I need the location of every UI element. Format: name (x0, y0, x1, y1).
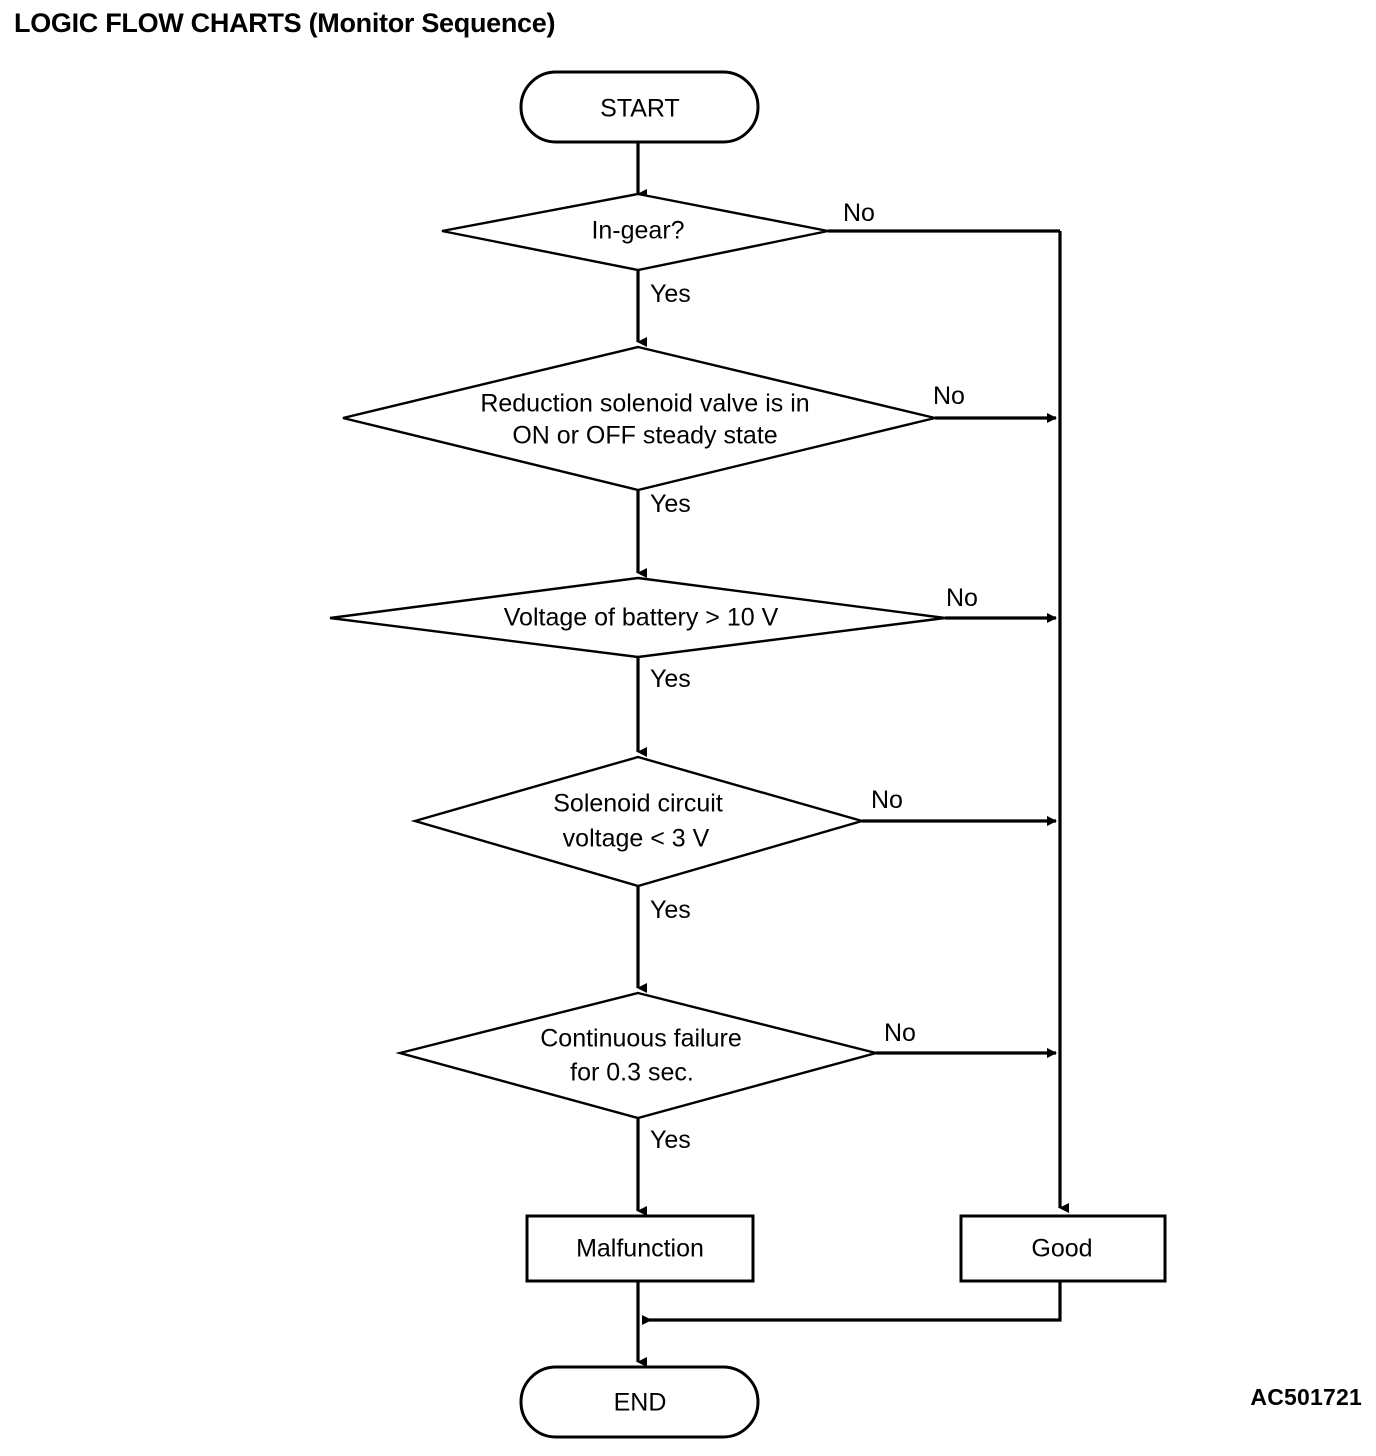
good-shape (959, 1214, 1167, 1283)
solenoid-circuit-label-line2: voltage < 3 V (563, 825, 710, 853)
start-label: START (600, 95, 680, 123)
reduction-solenoid-label-line2: ON or OFF steady state (512, 422, 777, 450)
branch-label-no-in-gear: No (843, 199, 875, 227)
branch-label-yes-continuous: Yes (650, 1126, 691, 1154)
malfunction-label: Malfunction (576, 1235, 704, 1263)
branch-label-no-solenoid: No (871, 786, 903, 814)
node-good[interactable]: Good (959, 1214, 1167, 1283)
reduction-solenoid-label-line1: Reduction solenoid valve is in (480, 390, 809, 418)
node-decision-reduction-solenoid[interactable]: Reduction solenoid valve is in ON or OFF… (342, 345, 936, 492)
continuous-failure-label-line2: for 0.3 sec. (570, 1059, 694, 1087)
branch-label-no-continuous: No (884, 1019, 916, 1047)
battery-voltage-diamond (329, 576, 946, 659)
solenoid-circuit-label-line1: Solenoid circuit (553, 790, 723, 818)
node-decision-continuous-failure[interactable]: Continuous failure for 0.3 sec. (395, 991, 881, 1120)
in-gear-diamond (441, 192, 829, 272)
end-shape (519, 1365, 760, 1439)
node-start[interactable]: START (519, 70, 760, 144)
page-title: LOGIC FLOW CHARTS (Monitor Sequence) (14, 8, 556, 38)
branch-label-no-battery: No (946, 584, 978, 612)
branch-label-yes-battery: Yes (650, 665, 691, 693)
node-decision-in-gear[interactable]: In-gear? (441, 192, 829, 272)
branch-label-no-reduction: No (933, 382, 965, 410)
start-shape (519, 70, 760, 144)
node-decision-battery-voltage[interactable]: Voltage of battery > 10 V (329, 576, 946, 659)
solenoid-circuit-diamond (410, 755, 867, 888)
branch-label-yes-solenoid: Yes (650, 896, 691, 924)
branch-label-yes-reduction: Yes (650, 490, 691, 518)
node-decision-solenoid-circuit[interactable]: Solenoid circuit voltage < 3 V (410, 755, 867, 888)
branch-label-yes-in-gear: Yes (650, 280, 691, 308)
connector-good-to-end (642, 1281, 1062, 1325)
node-end[interactable]: END (519, 1365, 760, 1439)
battery-voltage-label: Voltage of battery > 10 V (504, 604, 779, 632)
continuous-failure-diamond (395, 991, 881, 1120)
end-label: END (614, 1389, 667, 1417)
node-malfunction[interactable]: Malfunction (525, 1214, 755, 1283)
reference-code: AC501721 (1250, 1384, 1362, 1410)
good-label: Good (1031, 1235, 1092, 1263)
in-gear-label: In-gear? (591, 217, 684, 245)
malfunction-shape (525, 1214, 755, 1283)
continuous-failure-label-line1: Continuous failure (540, 1025, 742, 1053)
reduction-solenoid-diamond (342, 345, 936, 492)
